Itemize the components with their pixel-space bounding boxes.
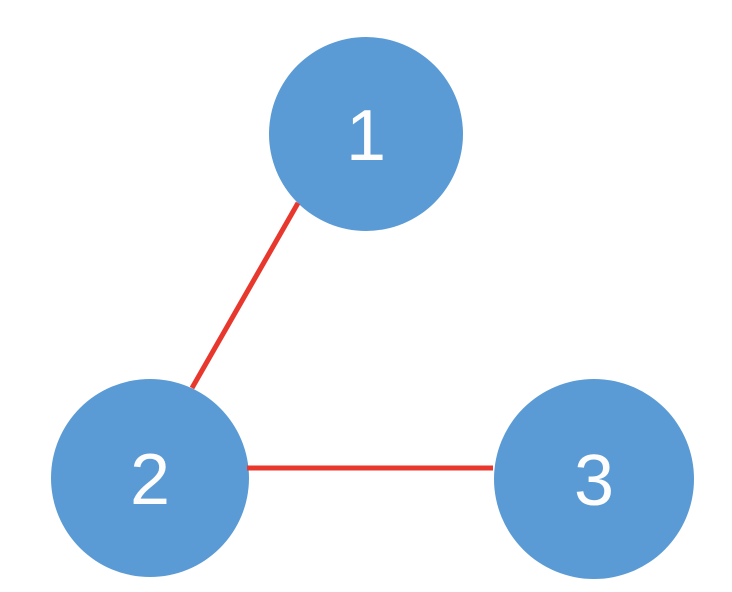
graph-node-2 [51, 379, 249, 577]
graph-edge-1-2 [189, 201, 301, 390]
graph-node-3 [494, 379, 694, 579]
graph-node-1 [269, 37, 463, 231]
graph-node-label-1: 1 [346, 96, 386, 176]
graph-node-label-3: 3 [574, 441, 614, 521]
graph-node-label-2: 2 [130, 440, 170, 520]
